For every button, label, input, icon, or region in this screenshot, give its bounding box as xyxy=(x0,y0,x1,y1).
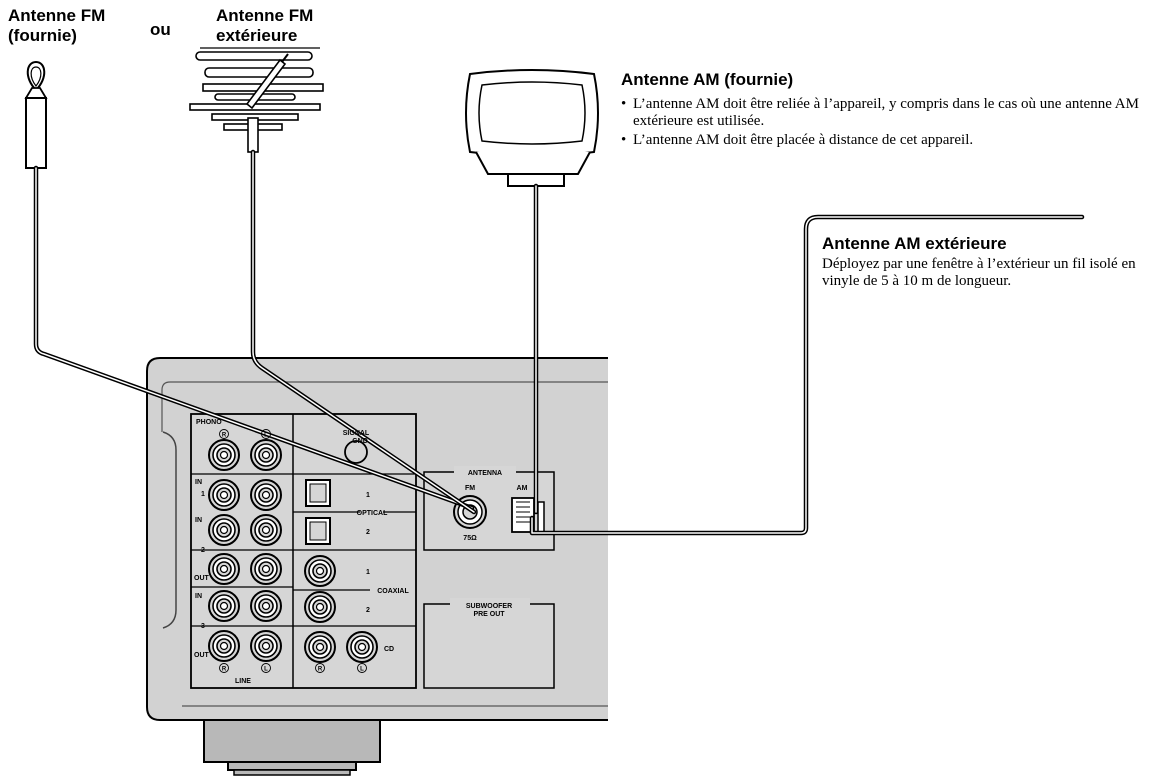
signal-gnd-terminal[interactable] xyxy=(344,440,368,464)
channel-marker-text: L xyxy=(264,433,268,439)
phono-l-jack[interactable] xyxy=(250,439,282,471)
receiver-rear-panel xyxy=(146,357,608,776)
line3-out-l-jack[interactable] xyxy=(250,630,282,662)
am-outdoor-title: Antenne AM extérieure xyxy=(822,234,1007,253)
fm-outdoor-antenna xyxy=(189,47,324,153)
coaxial-num-2: 2 xyxy=(366,607,370,614)
ohm-label: 75Ω xyxy=(463,535,477,542)
out-label-2: OUT xyxy=(194,575,210,582)
phono-r-jack[interactable] xyxy=(208,439,240,471)
channel-marker-text: R xyxy=(222,667,227,673)
optical-label: OPTICAL xyxy=(357,510,388,517)
am-outdoor-desc: Déployez par une fenêtre à l’extérieur u… xyxy=(822,256,1136,289)
line1-in-l-jack[interactable] xyxy=(250,479,282,511)
in-label-2: IN xyxy=(195,517,202,524)
channel-marker-r-0: R xyxy=(219,429,229,439)
coaxial-2-jack[interactable] xyxy=(304,591,336,623)
am-antenna-terminal[interactable] xyxy=(511,497,545,533)
channel-marker-l-3: L xyxy=(261,663,271,673)
fm-outdoor-line2: extérieure xyxy=(216,26,298,45)
channel-marker-text: R xyxy=(222,433,227,439)
line2-in-l-jack[interactable] xyxy=(250,514,282,546)
cd-r-jack[interactable] xyxy=(304,631,336,663)
or-label: ou xyxy=(150,20,171,39)
fm-supplied-label: Antenne FM (fournie) xyxy=(8,6,105,46)
am-loop-antenna xyxy=(465,69,599,187)
signal-gnd-label-2: GND xyxy=(352,438,368,445)
optical-num-2: 2 xyxy=(366,529,370,536)
fm-supplied-line2: (fournie) xyxy=(8,26,77,45)
line3-out-r-jack[interactable] xyxy=(208,630,240,662)
fm-outdoor-line1: Antenne FM xyxy=(216,6,314,25)
line3-in-l-jack[interactable] xyxy=(250,590,282,622)
coaxial-1-jack[interactable] xyxy=(304,555,336,587)
in-label-3: IN xyxy=(195,593,202,600)
line-label: LINE xyxy=(235,678,251,685)
cd-l-jack[interactable] xyxy=(346,631,378,663)
channel-marker-text: L xyxy=(264,667,268,673)
channel-marker-r-2: R xyxy=(219,663,229,673)
optical-port-2[interactable] xyxy=(305,517,331,545)
optical-num-1: 1 xyxy=(366,492,370,499)
optical-port-1[interactable] xyxy=(305,479,331,507)
am-supplied-notes: L’antenne AM doit être reliée à l’appare… xyxy=(621,96,1151,151)
antenna-cables xyxy=(33,149,1085,536)
subwoofer-label-1: SUBWOOFER xyxy=(466,603,512,610)
in-label-1: IN xyxy=(195,479,202,486)
fm-outdoor-label: Antenne FM extérieure xyxy=(216,6,313,46)
fm-indoor-antenna xyxy=(24,60,48,169)
cd-label: CD xyxy=(384,646,394,653)
am-supplied-note-1: L’antenne AM doit être reliée à l’appare… xyxy=(621,96,1151,130)
channel-marker-text: R xyxy=(318,667,323,673)
channel-marker-l-1: L xyxy=(261,429,271,439)
coaxial-label: COAXIAL xyxy=(377,588,409,595)
line2-in-r-jack[interactable] xyxy=(208,514,240,546)
coaxial-num-1: 1 xyxy=(366,569,370,576)
subwoofer-label-2: PRE OUT xyxy=(473,611,505,618)
channel-markers: R L R L R L xyxy=(219,429,367,673)
receiver-foot xyxy=(203,713,381,763)
num-label-2: 2 xyxy=(201,547,205,554)
num-label-3: 3 xyxy=(201,623,205,630)
antenna-label: ANTENNA xyxy=(468,470,502,477)
subwoofer-box xyxy=(423,603,555,689)
line3-in-r-jack[interactable] xyxy=(208,590,240,622)
phono-label: PHONO xyxy=(196,419,222,426)
fm-label: FM xyxy=(465,485,475,492)
am-label: AM xyxy=(517,485,528,492)
line1-in-r-jack[interactable] xyxy=(208,479,240,511)
out-label-3: OUT xyxy=(194,652,210,659)
fm-supplied-line1: Antenne FM xyxy=(8,6,106,25)
am-supplied-title: Antenne AM (fournie) xyxy=(621,70,794,89)
channel-marker-r-4: R xyxy=(315,663,325,673)
line2-out-l-jack[interactable] xyxy=(250,553,282,585)
signal-gnd-label-1: SIGNAL xyxy=(343,430,370,437)
am-supplied-note-2: L’antenne AM doit être placée à distance… xyxy=(621,132,1151,149)
num-label-1: 1 xyxy=(201,491,205,498)
channel-marker-l-5: L xyxy=(357,663,367,673)
line2-out-r-jack[interactable] xyxy=(208,553,240,585)
channel-marker-text: L xyxy=(360,667,364,673)
